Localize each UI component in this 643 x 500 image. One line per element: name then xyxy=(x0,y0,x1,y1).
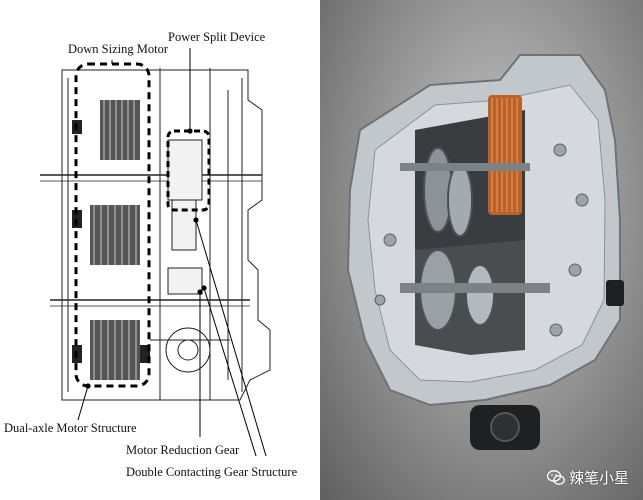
motor-stator-blocks xyxy=(72,100,150,380)
label-dual-axle-motor-structure: Dual-axle Motor Structure xyxy=(4,421,137,435)
watermark-text: 辣笔小星 xyxy=(568,469,629,487)
gear-blocks xyxy=(167,139,203,295)
watermark: 辣笔小星 xyxy=(546,467,629,488)
cutaway-photo: 辣笔小星 xyxy=(320,0,643,500)
label-power-split-device: Power Split Device xyxy=(168,30,266,44)
schematic-drawing xyxy=(40,48,271,457)
label-motor-reduction-gear: Motor Reduction Gear xyxy=(126,443,240,457)
label-down-sizing-motor: Down Sizing Motor xyxy=(68,42,168,56)
label-double-contacting-gear-structure: Double Contacting Gear Structure xyxy=(126,465,298,479)
schematic-panel: Down Sizing Motor Power Split Device Dua… xyxy=(0,0,320,500)
transaxle-illustration xyxy=(346,54,624,450)
wechat-icon xyxy=(546,469,565,485)
